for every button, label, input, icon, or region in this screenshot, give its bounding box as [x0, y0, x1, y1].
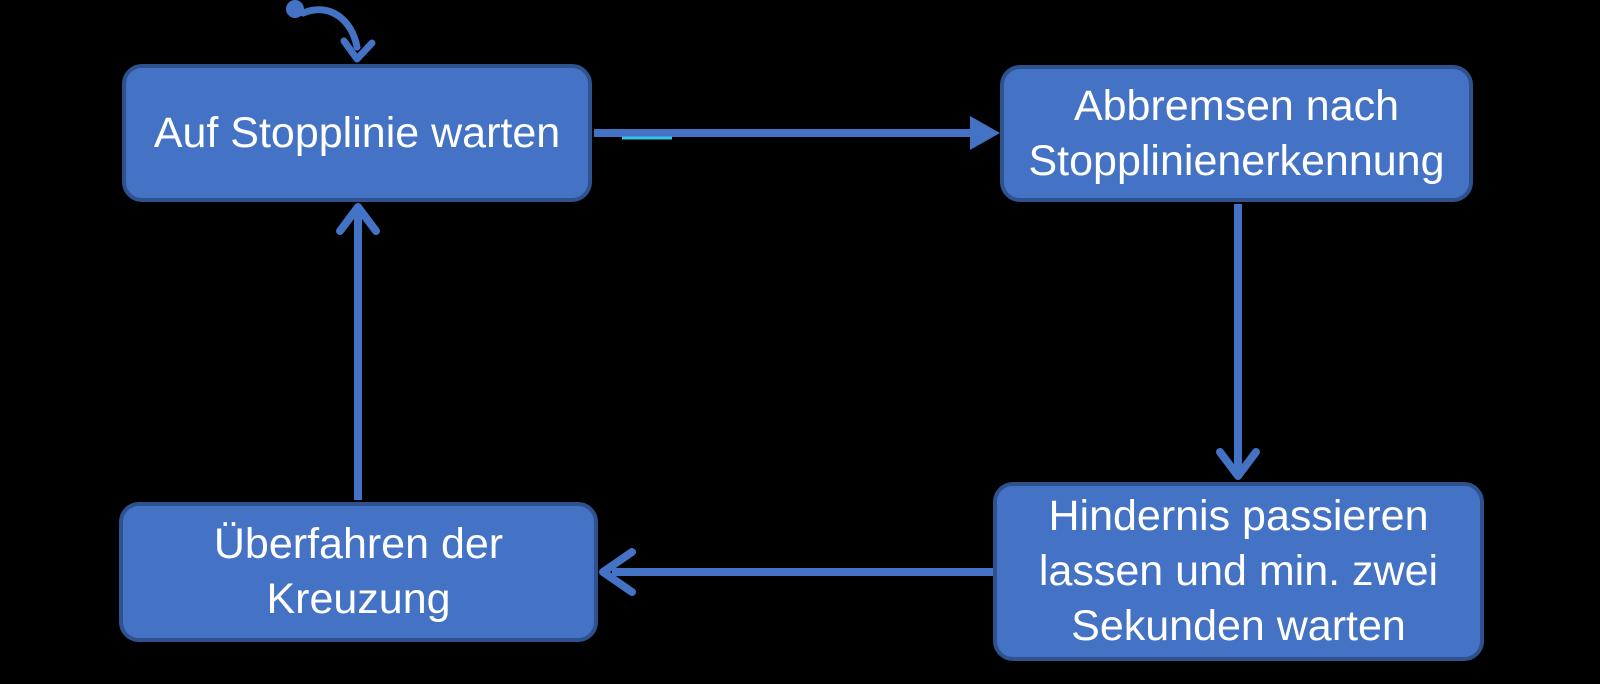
arrow-pass-to-cross: [599, 548, 993, 596]
arrow-cross-to-wait: [336, 203, 380, 500]
arrow-brake-to-pass: [1216, 204, 1260, 480]
arrowhead-left-icon: [599, 548, 636, 596]
state-node-cross-intersection: Überfahren der Kreuzung: [119, 502, 598, 642]
arrowhead-down-icon: [340, 37, 376, 63]
state-label: Abbremsen nach Stopplinienerkennung: [1028, 81, 1445, 185]
arrowhead-up-icon: [336, 203, 380, 235]
arrow-wait-to-brake: [594, 116, 1000, 150]
state-node-let-obstacle-pass: Hindernis passieren lassen und min. zwei…: [993, 482, 1484, 661]
self-loop-curve: [299, 6, 361, 51]
self-loop-arrow: [286, 0, 376, 63]
state-label: Überfahren der Kreuzung: [213, 520, 504, 623]
arrowhead-right-icon: [970, 116, 1000, 150]
arrowhead-down-icon: [1216, 448, 1260, 480]
state-node-wait-at-stopline: Auf Stopplinie warten: [122, 64, 592, 202]
state-node-brake-after-detection: Abbremsen nach Stopplinienerkennung: [1000, 65, 1473, 202]
self-loop-start-dot: [286, 0, 304, 18]
state-label: Auf Stopplinie warten: [153, 108, 561, 157]
state-label: Hindernis passieren lassen und min. zwei…: [1038, 492, 1439, 650]
